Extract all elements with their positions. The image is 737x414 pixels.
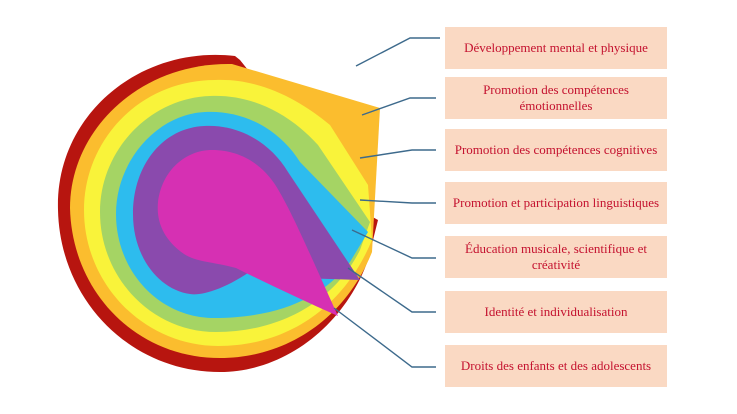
core-magenta [157, 150, 338, 316]
label-identite: Identité et individualisation [445, 291, 667, 333]
label-developpement: Développement mental et physique [445, 27, 667, 69]
connector-7 [333, 307, 436, 368]
connector-2 [361, 97, 436, 116]
connector-4 [359, 199, 436, 204]
connector-1 [355, 37, 440, 67]
label-competences-cognitives: Promotion des compétences cognitives [445, 129, 667, 171]
connector-3 [359, 149, 436, 159]
connector-lines [333, 37, 440, 368]
label-participation-linguistiques: Promotion et participation linguistiques [445, 182, 667, 224]
label-droits-enfants: Droits des enfants et des adolescents [445, 345, 667, 387]
label-education-musicale: Éducation musicale, scientifique et créa… [445, 236, 667, 278]
label-competences-emotionnelles: Promotion des compétences émotionnelles [445, 77, 667, 119]
connector-6 [347, 267, 436, 313]
connector-5 [351, 229, 436, 259]
